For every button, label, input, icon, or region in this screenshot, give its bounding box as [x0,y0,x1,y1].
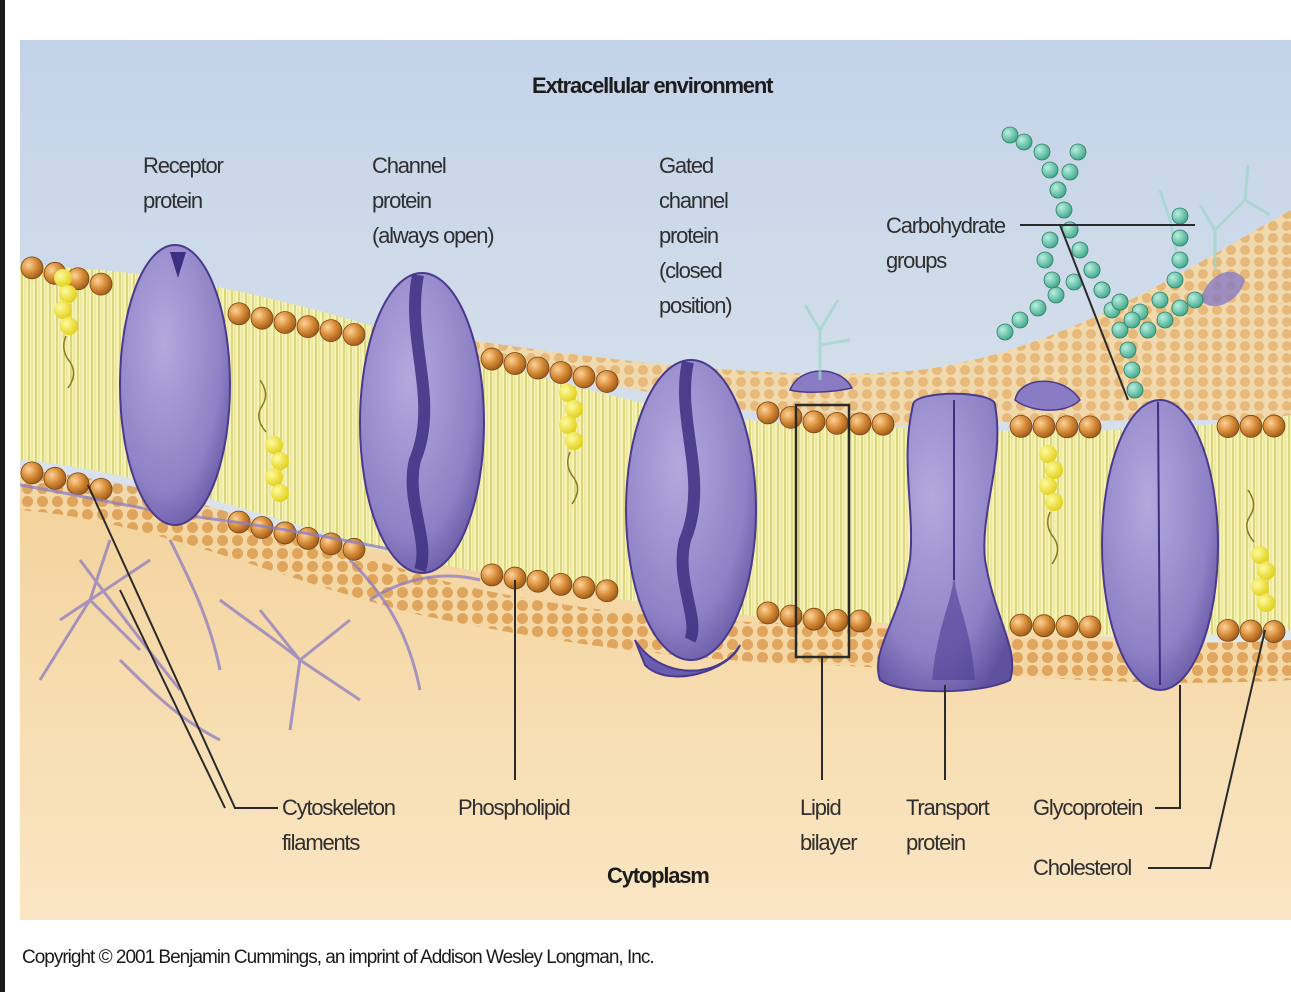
phospholipid-head [274,311,296,333]
phospholipid-head [228,303,250,325]
phospholipid-head [21,462,43,484]
phospholipid-head [550,573,572,595]
carbohydrate-bead [1070,144,1086,160]
carbohydrate-groups-label: Carbohydrate groups [886,208,1005,278]
carbohydrate-bead [1094,282,1110,298]
carbohydrate-bead [1042,162,1058,178]
phospholipid-head [90,273,112,295]
carbohydrate-bead [1152,292,1168,308]
transport-protein-label: Transport protein [906,790,989,860]
carbohydrate-bead [1016,134,1032,150]
phospholipid-head [1079,616,1101,638]
phospholipid-head [803,608,825,630]
carbohydrate-bead [1084,262,1100,278]
carbohydrate-bead [1112,294,1128,310]
carbohydrate-bead [1120,342,1136,358]
phospholipid-head [780,406,802,428]
phospholipid-head [780,605,802,627]
phospholipid-head [1240,620,1262,642]
phospholipid-head [297,527,319,549]
carbohydrate-bead [1050,182,1066,198]
phospholipid-head [251,307,273,329]
receptor-protein [120,245,230,525]
lipid-bilayer-label: Lipid bilayer [800,790,856,860]
carbohydrate-bead [1172,252,1188,268]
phospholipid-head [872,413,894,435]
phospholipid-head [849,610,871,632]
phospholipid-head [320,320,342,342]
phospholipid-head [527,357,549,379]
carbohydrate-bead [1034,144,1050,160]
cytoskeleton-filaments-label: Cytoskeleton filaments [282,790,395,860]
carbohydrate-bead [1157,312,1173,328]
extracellular-environment-label: Extracellular environment [532,68,772,103]
phospholipid-head [1217,416,1239,438]
phospholipid-head [1056,416,1078,438]
phospholipid-head [1263,621,1285,643]
phospholipid-head [803,411,825,433]
carbohydrate-bead [1140,322,1156,338]
carbohydrate-bead [1172,208,1188,224]
phospholipid-head [757,602,779,624]
phospholipid-head [757,402,779,424]
phospholipid-head [826,609,848,631]
channel-protein-label: Channel protein (always open) [372,148,493,253]
copyright-notice: Copyright © 2001 Benjamin Cummings, an i… [22,947,654,969]
phospholipid-head [1033,416,1055,438]
cholesterol-label: Cholesterol [1033,850,1131,885]
phospholipid-head [1263,415,1285,437]
carbohydrate-bead [997,324,1013,340]
phospholipid-head [67,473,89,495]
carbohydrate-bead [1127,382,1143,398]
phospholipid-head [596,370,618,392]
phospholipid-head [849,413,871,435]
phospholipid-label: Phospholipid [458,790,570,825]
phospholipid-head [826,412,848,434]
carbohydrate-bead [1172,230,1188,246]
membrane-diagram: Extracellular environment Receptor prote… [20,40,1291,920]
carbohydrate-bead [1167,272,1183,288]
phospholipid-head [1010,415,1032,437]
phospholipid-head [504,353,526,375]
carbohydrate-bead [1048,287,1064,303]
glycoprotein [1102,400,1218,690]
phospholipid-head [573,577,595,599]
gated-channel-protein-label: Gated channel protein (closed position) [659,148,731,323]
channel-protein [360,273,484,573]
carbohydrate-bead [1124,312,1140,328]
phospholipid-head [1033,615,1055,637]
carbohydrate-bead [1187,292,1203,308]
carbohydrate-bead [1037,252,1053,268]
phospholipid-head [343,324,365,346]
carbohydrate-bead [1072,242,1088,258]
phospholipid-head [274,522,296,544]
phospholipid-head [1056,615,1078,637]
carbohydrate-bead [1012,312,1028,328]
cytoplasm-label: Cytoplasm [607,858,709,893]
carbohydrate-bead [1042,232,1058,248]
phospholipid-head [1079,416,1101,438]
phospholipid-head [44,467,66,489]
carbohydrate-bead [1172,300,1188,316]
carbohydrate-bead [1044,272,1060,288]
phospholipid-head [21,257,43,279]
glycoprotein-label: Glycoprotein [1033,790,1142,825]
phospholipid-head [573,366,595,388]
carbohydrate-bead [1030,300,1046,316]
phospholipid-head [527,570,549,592]
phospholipid-head [1217,619,1239,641]
phospholipid-head [596,580,618,602]
carbohydrate-bead [1056,202,1072,218]
phospholipid-head [481,348,503,370]
phospholipid-head [1010,614,1032,636]
carbohydrate-bead [1002,127,1018,143]
phospholipid-head [550,361,572,383]
phospholipid-head [297,316,319,338]
phospholipid-head [481,564,503,586]
receptor-protein-label: Receptor protein [143,148,223,218]
carbohydrate-bead [1062,164,1078,180]
phospholipid-head [1240,415,1262,437]
left-border [0,0,5,992]
carbohydrate-bead [1124,362,1140,378]
